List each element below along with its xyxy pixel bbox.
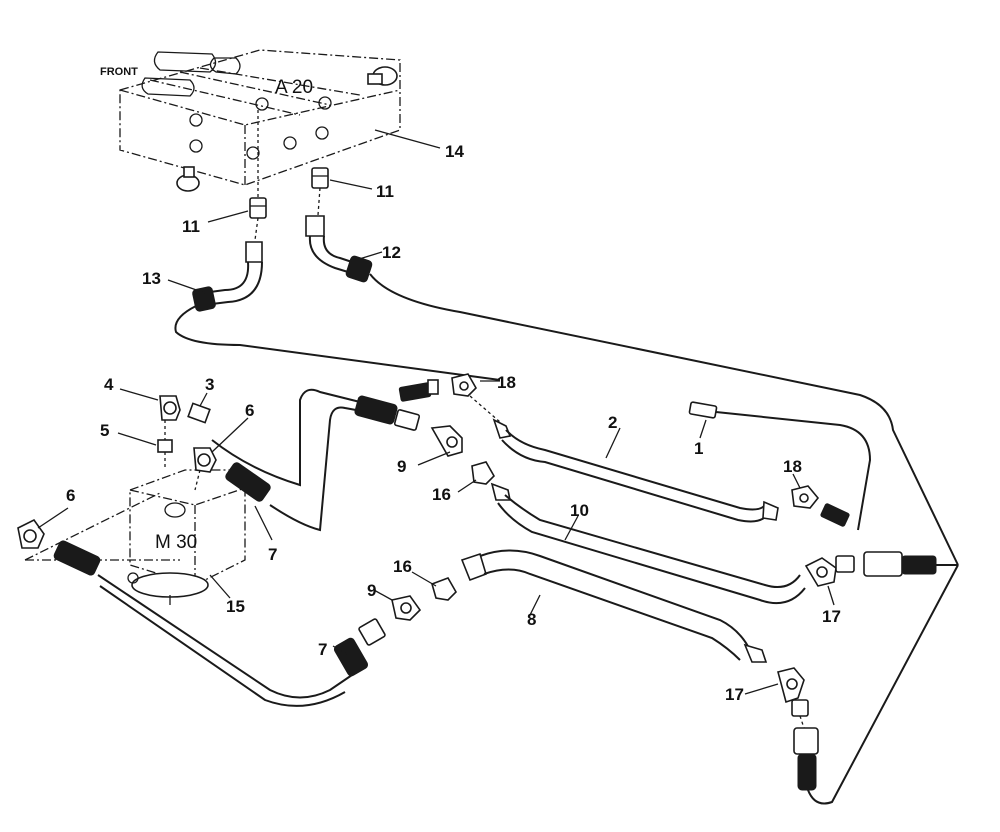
fitting-5: [117, 420, 173, 470]
fitting-16-top: [457, 461, 495, 493]
callout-9-lower: 9: [367, 581, 376, 600]
callout-10: 10: [570, 501, 589, 520]
callout-3: 3: [205, 375, 214, 394]
hose-13: [167, 241, 501, 381]
fitting-9-lower: [373, 589, 422, 621]
adapter-1: [688, 401, 872, 531]
callout-6-left: 6: [66, 486, 75, 505]
callout-6-top: 6: [245, 401, 254, 420]
hose-end-center: [354, 395, 421, 431]
fitting-11-right: [311, 167, 373, 216]
hose-7-lower: [332, 618, 386, 677]
callout-18-right: 18: [783, 457, 802, 476]
callout-5: 5: [100, 421, 109, 440]
hose-2: [492, 418, 779, 523]
adapter-3: [187, 392, 211, 424]
callout-1: 1: [694, 439, 703, 458]
hose-8: [460, 549, 768, 663]
adapter-18-top: [398, 373, 501, 423]
callout-11-right: 11: [376, 182, 394, 201]
elbow-fitting-6-left: [17, 507, 69, 549]
hose-end-lower: [793, 564, 959, 805]
front-label: FRONT: [100, 66, 138, 78]
hose-7-upper: [211, 388, 361, 541]
callout-11-left: 11: [182, 217, 200, 236]
callout-15: 15: [226, 597, 245, 616]
elbow-fitting-4: [119, 388, 181, 421]
hose-10: [490, 482, 806, 604]
callout-17-lower: 17: [725, 685, 744, 704]
pump-motor: M 30: [24, 469, 246, 605]
valve-label: A 20: [275, 77, 313, 98]
hose-12: [305, 215, 959, 566]
callout-8: 8: [527, 610, 536, 629]
fitting-9-top: [417, 425, 463, 466]
callout-7-lower: 7: [318, 640, 327, 659]
fitting-16-lower: [411, 571, 457, 601]
callout-18-top: 18: [497, 373, 516, 392]
callout-9-top: 9: [397, 457, 406, 476]
callout-labels: 1 2 3 4 5 6 6 7 7 8 9 9 10 11 11 12 13 1…: [66, 142, 841, 704]
callout-16-top: 16: [432, 485, 451, 504]
control-valve-block: FRONT A 20: [100, 49, 441, 192]
elbow-fitting-17-right: [804, 555, 855, 606]
hose-end-right: [863, 551, 958, 577]
callout-17-right: 17: [822, 607, 841, 626]
motor-label: M 30: [155, 532, 197, 553]
hose-left-long: [53, 540, 353, 707]
callout-13: 13: [142, 269, 161, 288]
callout-4: 4: [104, 375, 114, 394]
callout-7-upper: 7: [268, 545, 277, 564]
elbow-fitting-6-top: [193, 417, 249, 491]
callout-12: 12: [382, 243, 401, 262]
callout-16-lower: 16: [393, 557, 412, 576]
callout-14: 14: [445, 142, 464, 161]
fitting-11-left: [207, 110, 267, 241]
elbow-fitting-17-lower: [744, 667, 809, 729]
callout-2: 2: [608, 413, 617, 432]
adapter-18-right: [791, 473, 850, 527]
